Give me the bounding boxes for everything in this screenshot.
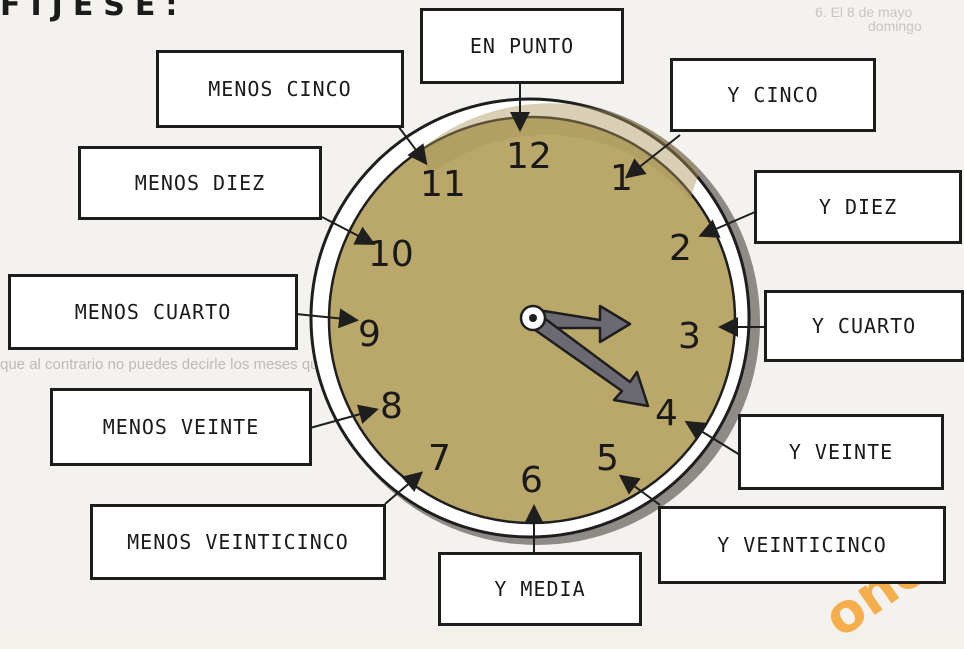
- label-y-media: Y MEDIA: [438, 552, 642, 626]
- label-en-punto: EN PUNTO: [420, 8, 624, 84]
- arrow-menos-veinticinco: [384, 471, 424, 505]
- clock-hands: [519, 304, 650, 408]
- label-y-cinco: Y CINCO: [670, 58, 876, 132]
- clock-number-12: 12: [506, 136, 552, 177]
- label-menos-diez: MENOS DIEZ: [78, 146, 322, 220]
- clock-number-11: 11: [420, 164, 466, 205]
- arrow-y-cinco: [624, 134, 681, 179]
- label-menos-cuarto: MENOS CUARTO: [8, 274, 298, 350]
- minute-hand: [526, 310, 650, 408]
- arrow-y-veinte: [684, 420, 741, 456]
- arrow-menos-veinte: [309, 404, 379, 429]
- hand-pivot-center: [529, 314, 537, 322]
- clock-number-6: 6: [520, 460, 543, 501]
- arrow-y-diez: [698, 211, 756, 238]
- arrow-menos-cuarto: [295, 308, 359, 329]
- label-menos-veinte: MENOS VEINTE: [50, 388, 312, 466]
- label-y-veinticinco: Y VEINTICINCO: [658, 506, 946, 584]
- clock-number-3: 3: [678, 316, 701, 357]
- label-menos-veinticinco: MENOS VEINTICINCO: [90, 504, 386, 580]
- clock-number-10: 10: [368, 234, 414, 275]
- clock-number-1: 1: [610, 158, 633, 199]
- arrow-menos-diez: [321, 216, 376, 245]
- clock-face-shading: [420, 103, 700, 200]
- clock-number-8: 8: [380, 386, 403, 427]
- arrow-y-veinticinco: [618, 474, 661, 506]
- connector-lines: [295, 84, 766, 555]
- arrow-menos-cinco: [394, 121, 428, 166]
- background-text-line: 6. El 8 de mayo: [815, 4, 913, 20]
- clock-diagram: 12 1 2 3 4 5 6 7 8 9 10 11: [295, 84, 766, 555]
- label-y-veinte: Y VEINTE: [738, 414, 944, 490]
- clock-number-7: 7: [428, 438, 451, 479]
- background-text-line: domingo: [868, 18, 922, 34]
- label-y-cuarto: Y CUARTO: [764, 290, 964, 362]
- clock-number-4: 4: [655, 393, 678, 434]
- label-y-diez: Y DIEZ: [754, 170, 962, 244]
- clock-number-2: 2: [669, 228, 692, 269]
- clock-number-5: 5: [596, 438, 619, 479]
- clock-number-9: 9: [358, 314, 381, 355]
- page-heading: FÍJESE:: [0, 0, 188, 23]
- label-menos-cinco: MENOS CINCO: [156, 50, 404, 128]
